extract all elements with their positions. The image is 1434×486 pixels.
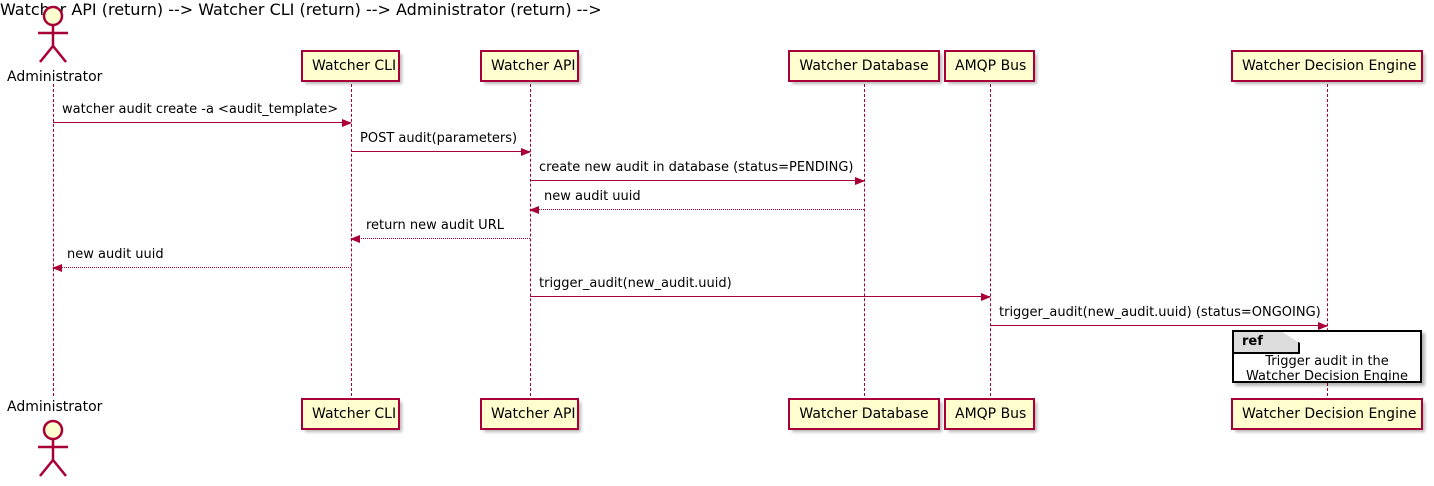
participant-label-amqp-bus-top: AMQP Bus xyxy=(955,58,1027,74)
lifeline-watcher-api xyxy=(530,84,531,396)
participant-label-watcher-api-top: Watcher API xyxy=(491,58,576,74)
participant-box-watcher-decision-engine-top[interactable]: Watcher Decision Engine xyxy=(1231,50,1423,82)
participant-box-watcher-cli-bottom[interactable]: Watcher CLI xyxy=(301,398,400,430)
message-label-4: new audit uuid xyxy=(544,189,641,204)
ref-fragment-tab-label: ref xyxy=(1242,334,1263,349)
actor-stick-figure-icon xyxy=(38,5,68,63)
participant-label-watcher-database-top: Watcher Database xyxy=(799,58,929,74)
ref-fragment-trigger-audit[interactable]: ref Trigger audit in the Watcher Decisio… xyxy=(1232,330,1422,384)
lifeline-administrator xyxy=(53,84,54,396)
message-arrow-8 xyxy=(990,322,1328,330)
arrowhead-left-5 xyxy=(350,235,360,243)
participant-label-watcher-api-bottom: Watcher API xyxy=(491,406,576,422)
arrowhead-right-2 xyxy=(521,148,531,156)
participant-box-watcher-database-top[interactable]: Watcher Database xyxy=(788,50,940,82)
arrowhead-right-8 xyxy=(1318,322,1328,330)
message-arrow-6 xyxy=(52,264,351,272)
participant-box-watcher-cli-top[interactable]: Watcher CLI xyxy=(301,50,400,82)
message-label-7: trigger_audit(new_audit.uuid) xyxy=(539,276,732,291)
participant-label-watcher-database-bottom: Watcher Database xyxy=(799,406,929,422)
participant-label-watcher-cli-bottom: Watcher CLI xyxy=(312,406,397,422)
participant-label-watcher-cli-top: Watcher CLI xyxy=(312,58,397,74)
actor-stick-figure-icon-bottom xyxy=(38,419,68,477)
ref-fragment-line-2: Watcher Decision Engine xyxy=(1246,369,1408,384)
arrowhead-left-4 xyxy=(529,206,539,214)
ref-fragment-tab xyxy=(1234,332,1300,354)
arrowhead-left-6 xyxy=(52,264,62,272)
arrowhead-right-1 xyxy=(342,119,352,127)
lifeline-watcher-database xyxy=(864,84,865,396)
actor-administrator-bottom[interactable] xyxy=(30,418,76,480)
participant-label-watcher-decision-engine-bottom: Watcher Decision Engine xyxy=(1242,406,1417,422)
participant-label-amqp-bus-bottom: AMQP Bus xyxy=(955,406,1027,422)
ref-fragment-line-1: Trigger audit in the xyxy=(1265,354,1389,369)
participant-box-amqp-bus-bottom[interactable]: AMQP Bus xyxy=(944,398,1035,430)
message-arrow-3 xyxy=(530,177,865,185)
message-label-6: new audit uuid xyxy=(67,247,164,262)
message-label-5: return new audit URL xyxy=(366,218,504,233)
actor-label-administrator-top: Administrator xyxy=(7,69,103,85)
arrowhead-right-7 xyxy=(981,293,991,301)
participant-box-watcher-api-top[interactable]: Watcher API xyxy=(480,50,579,82)
message-arrow-7 xyxy=(530,293,991,301)
message-arrow-1 xyxy=(53,119,352,127)
ref-fragment-body: Trigger audit in the Watcher Decision En… xyxy=(1234,354,1420,384)
participant-box-watcher-api-bottom[interactable]: Watcher API xyxy=(480,398,579,430)
message-label-2: POST audit(parameters) xyxy=(360,131,518,146)
lifeline-amqp-bus xyxy=(990,84,991,396)
participant-label-watcher-decision-engine-top: Watcher Decision Engine xyxy=(1242,58,1417,74)
actor-label-administrator-bottom: Administrator xyxy=(7,399,103,415)
arrowhead-right-3 xyxy=(855,177,865,185)
message-arrow-4 xyxy=(529,206,864,214)
lifeline-watcher-decision-engine xyxy=(1327,84,1328,396)
message-label-8: trigger_audit(new_audit.uuid) (status=ON… xyxy=(999,305,1321,320)
participant-box-watcher-database-bottom[interactable]: Watcher Database xyxy=(788,398,940,430)
participant-box-amqp-bus-top[interactable]: AMQP Bus xyxy=(944,50,1035,82)
message-arrow-2 xyxy=(351,148,531,156)
participant-box-watcher-decision-engine-bottom[interactable]: Watcher Decision Engine xyxy=(1231,398,1423,430)
message-arrow-5 xyxy=(350,235,530,243)
actor-administrator-top[interactable] xyxy=(30,4,76,66)
message-label-1: watcher audit create -a <audit_template> xyxy=(62,102,339,117)
message-label-3: create new audit in database (status=PEN… xyxy=(539,160,854,175)
